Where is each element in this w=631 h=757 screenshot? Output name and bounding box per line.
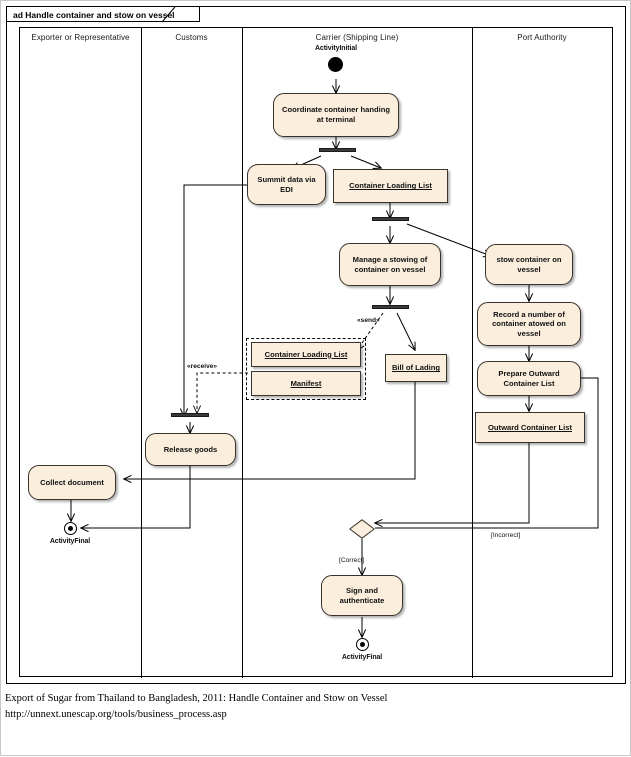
diagram-title: ad Handle container and stow on vessel [13, 10, 175, 20]
object-bill-of-lading[interactable]: Bill of Lading [385, 354, 447, 382]
footer-caption: Export of Sugar from Thailand to Banglad… [5, 693, 388, 704]
footer-url[interactable]: http://unnext.unescap.org/tools/business… [5, 709, 227, 720]
lane-header-carrier: Carrier (Shipping Line) [315, 33, 399, 42]
decision-node-correctness[interactable] [348, 519, 376, 539]
send-stereotype-label: «send» [357, 317, 380, 324]
object-outward-container-list[interactable]: Outward Container List [475, 412, 585, 443]
fork-node-1 [319, 148, 356, 152]
activity-record-number-container[interactable]: Record a number of container atowed on v… [477, 302, 581, 346]
activity-final-bottom [356, 638, 369, 651]
receive-stereotype-label: «receive» [187, 363, 218, 370]
activity-manage-stowing[interactable]: Manage a stowing of container on vessel [339, 243, 441, 286]
activity-stow-container-vessel[interactable]: stow container on vessel [485, 244, 573, 285]
object-manifest[interactable]: Manifest [251, 371, 361, 396]
activity-collect-document[interactable]: Collect document [28, 465, 116, 500]
fork-node-2 [372, 217, 409, 221]
activity-initial-node [328, 57, 343, 72]
activity-final-left [64, 522, 77, 535]
activity-sign-authenticate[interactable]: Sign and authenticate [321, 575, 403, 616]
guard-correct: [Correct] [339, 557, 365, 564]
title-tab-corner [161, 6, 183, 23]
activity-final-left-label: ActivityFinal [49, 538, 91, 545]
footer: Export of Sugar from Thailand to Banglad… [5, 691, 625, 723]
diagram-title-tab: ad Handle container and stow on vessel [6, 6, 200, 22]
activity-summit-data-edi[interactable]: Summit data via EDI [247, 164, 326, 205]
activity-release-goods[interactable]: Release goods [145, 433, 236, 466]
activity-final-bottom-label: ActivityFinal [341, 654, 383, 661]
join-node-customs [171, 413, 209, 417]
guard-incorrect: [Incorrect] [491, 532, 521, 539]
lane-divider-3 [472, 28, 473, 678]
lane-divider-2 [242, 28, 243, 678]
object-group-documents [246, 338, 366, 400]
lane-header-exporter: Exporter or Representative [31, 33, 130, 42]
object-container-loading-list[interactable]: Container Loading List [333, 169, 448, 203]
lane-header-customs: Customs [175, 33, 208, 42]
fork-node-3 [372, 305, 409, 309]
activity-coordinate-container[interactable]: Coordinate container handing at terminal [273, 93, 399, 137]
object-container-loading-list-copy[interactable]: Container Loading List [251, 342, 361, 367]
activity-prepare-outward-list[interactable]: Prepare Outward Container List [477, 361, 581, 396]
lane-header-port: Port Authority [517, 33, 567, 42]
lane-divider-1 [141, 28, 142, 678]
activity-initial-label: ActivityInitial [314, 45, 358, 52]
